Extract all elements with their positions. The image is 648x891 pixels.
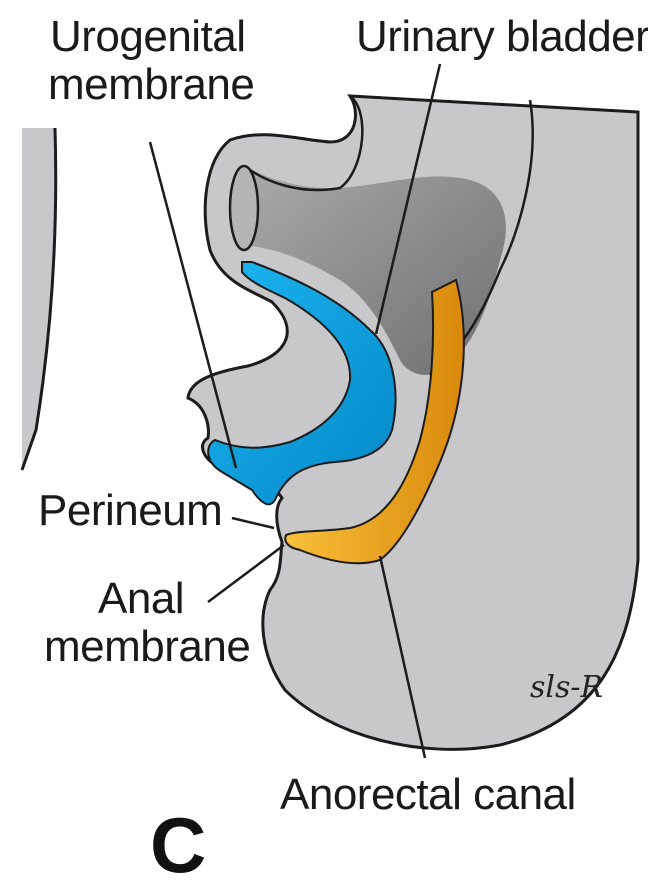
artist-signature: sls-R: [530, 670, 603, 705]
label-urogenital-line2: membrane: [48, 62, 254, 108]
label-urogenital-line1: Urogenital: [50, 14, 246, 60]
label-urinary-bladder: Urinary bladder: [356, 14, 648, 60]
label-anal-line1: Anal: [98, 576, 184, 622]
label-anorectal-canal: Anorectal canal: [280, 772, 576, 818]
label-anal-line2: membrane: [44, 624, 250, 670]
allantois-opening: [230, 166, 258, 250]
leader-perineum: [232, 518, 274, 528]
label-perineum: Perineum: [38, 488, 222, 534]
panel-letter: C: [150, 800, 206, 891]
